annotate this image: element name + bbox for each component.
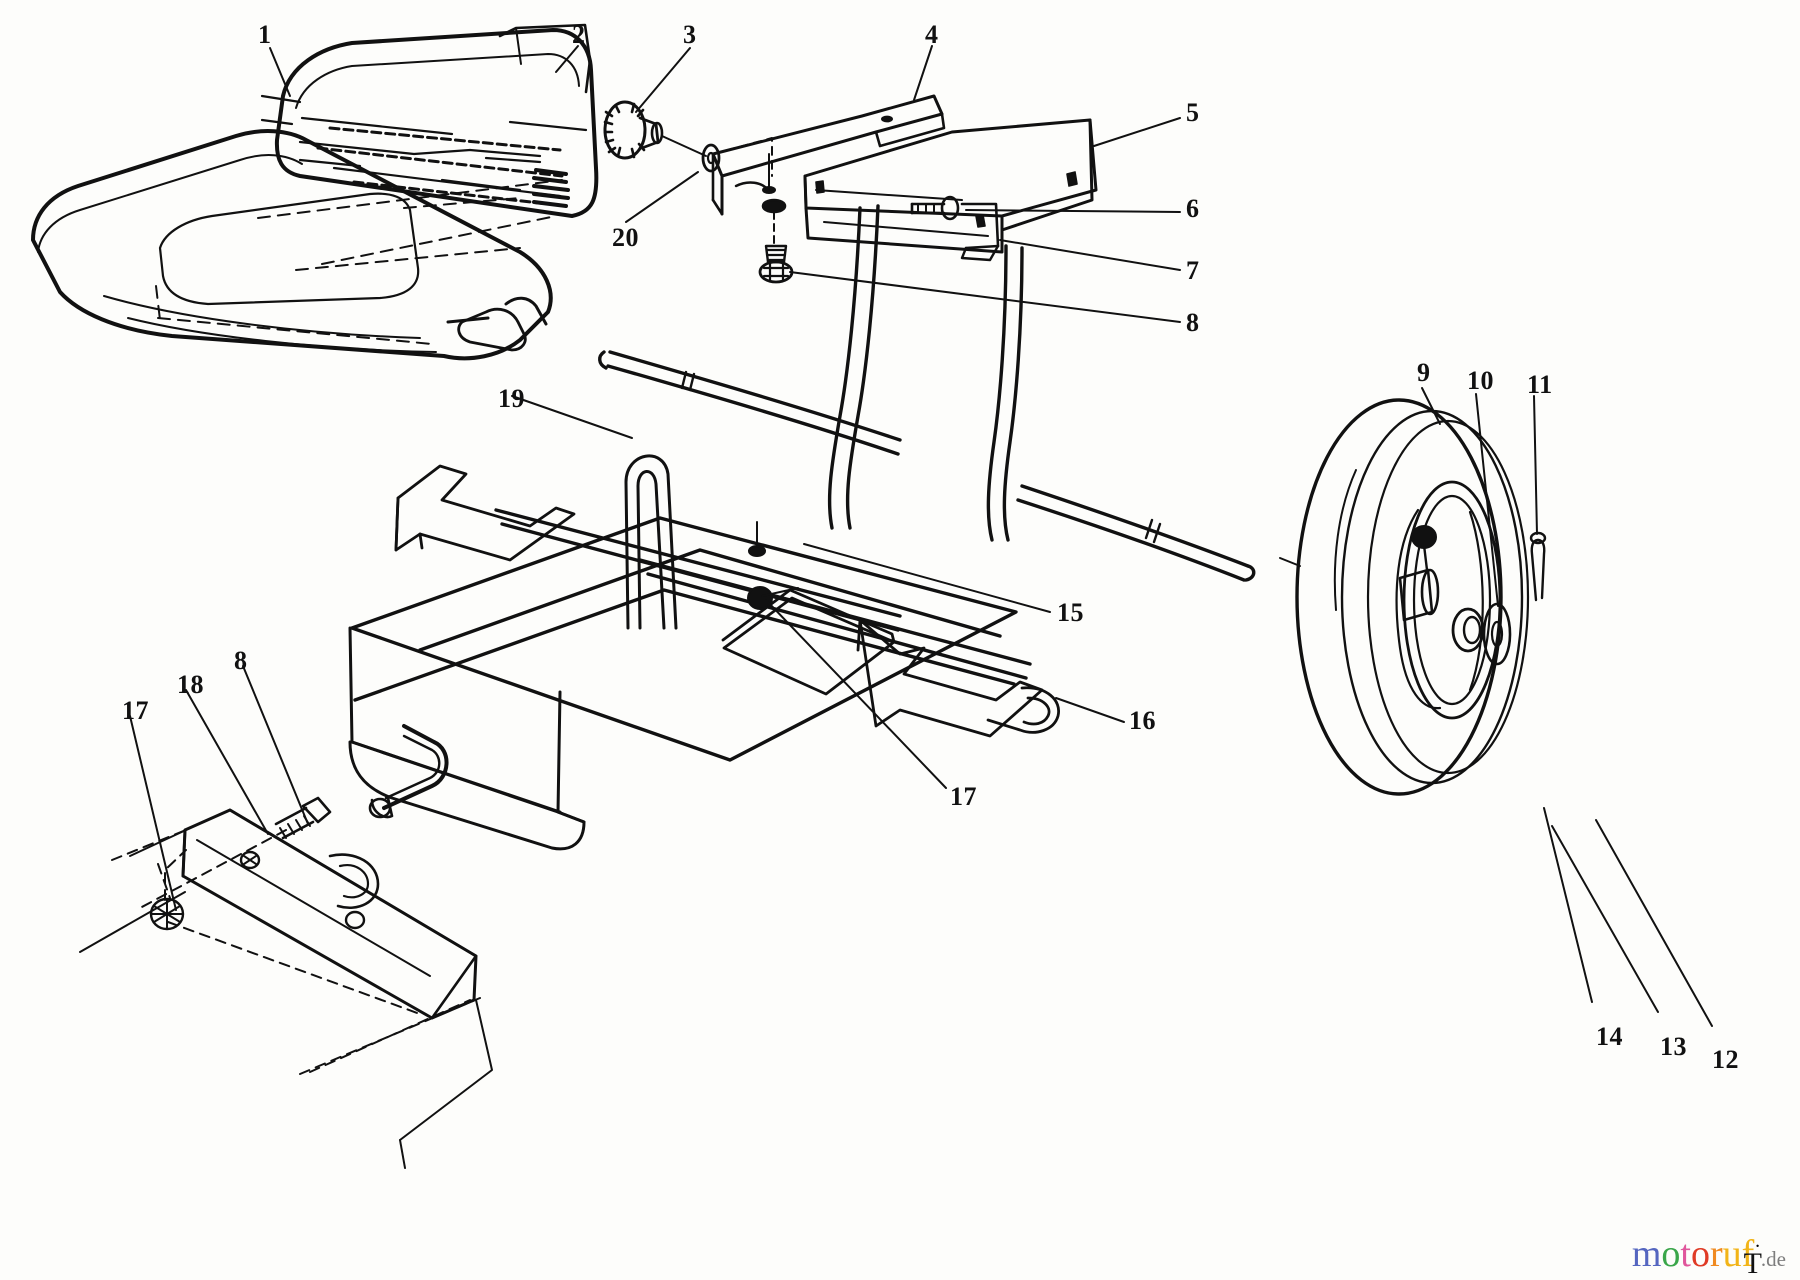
callout-lock-nut-left: 17 (122, 696, 149, 725)
callout-seat-cushion-tab: 2 (572, 20, 586, 49)
lock-nuts-center (747, 521, 799, 610)
watermark-letter: r (1709, 1233, 1723, 1275)
watermark-letter: t (1680, 1233, 1691, 1275)
callout-seat-pan-box: 5 (1186, 98, 1200, 127)
watermark-tail: T (1743, 1247, 1762, 1280)
frame-footrests (394, 464, 1060, 738)
seat-assembly (31, 23, 599, 361)
callout-pivot-bracket: 7 (1186, 256, 1200, 285)
callout-hex-bolt: 8 (1186, 308, 1200, 337)
callout-cotter-pin-lower: 12 (1712, 1045, 1739, 1074)
wheel-assembly (1279, 398, 1547, 796)
callout-seat-mounting-bar: 4 (925, 20, 939, 49)
leader-lines (129, 45, 1713, 1027)
callout-cotter-pin: 11 (1527, 370, 1553, 399)
callout-hitch-plate: 18 (177, 670, 204, 699)
callout-axle-shaft: 15 (1057, 598, 1084, 627)
front-hitch-bracket (348, 626, 586, 851)
watermark-letter: m (1631, 1233, 1662, 1275)
main-frame (350, 204, 1256, 762)
watermark-letter: f (1741, 1233, 1755, 1275)
callout-lock-nut: 17 (950, 782, 977, 811)
seat-mount-bracket (711, 94, 946, 284)
callout-hub-cap: 14 (1596, 1022, 1623, 1051)
callout-frame-foot-rest: 16 (1129, 706, 1156, 735)
callout-carriage-bolt: 6 (1186, 194, 1200, 223)
watermark-motoruf: motoruf·.de T (1631, 1233, 1786, 1279)
u-bolt (624, 454, 678, 630)
watermark-tld: .de (1760, 1247, 1786, 1271)
callout-seat-back: 1 (258, 20, 272, 49)
callout-washer-lower: 13 (1660, 1032, 1687, 1061)
callout-flat-washer: 10 (1467, 366, 1494, 395)
callout-adjustment-knob: 3 (683, 20, 697, 49)
knob-and-washer (603, 100, 721, 173)
hitch-plate-assembly (79, 796, 493, 1169)
callout-wheel-and-tire: 9 (1417, 358, 1431, 387)
watermark-dot: · (1754, 1235, 1761, 1258)
watermark-letter: u (1722, 1233, 1742, 1275)
callout-u-bolt: 19 (498, 384, 525, 413)
callout-hex-bolt-left: 8 (234, 646, 248, 675)
watermark-letter: o (1690, 1233, 1710, 1275)
center-mount-plate (721, 588, 896, 696)
callout-washer-knob: 20 (612, 223, 639, 252)
watermark-letter: o (1661, 1233, 1681, 1275)
